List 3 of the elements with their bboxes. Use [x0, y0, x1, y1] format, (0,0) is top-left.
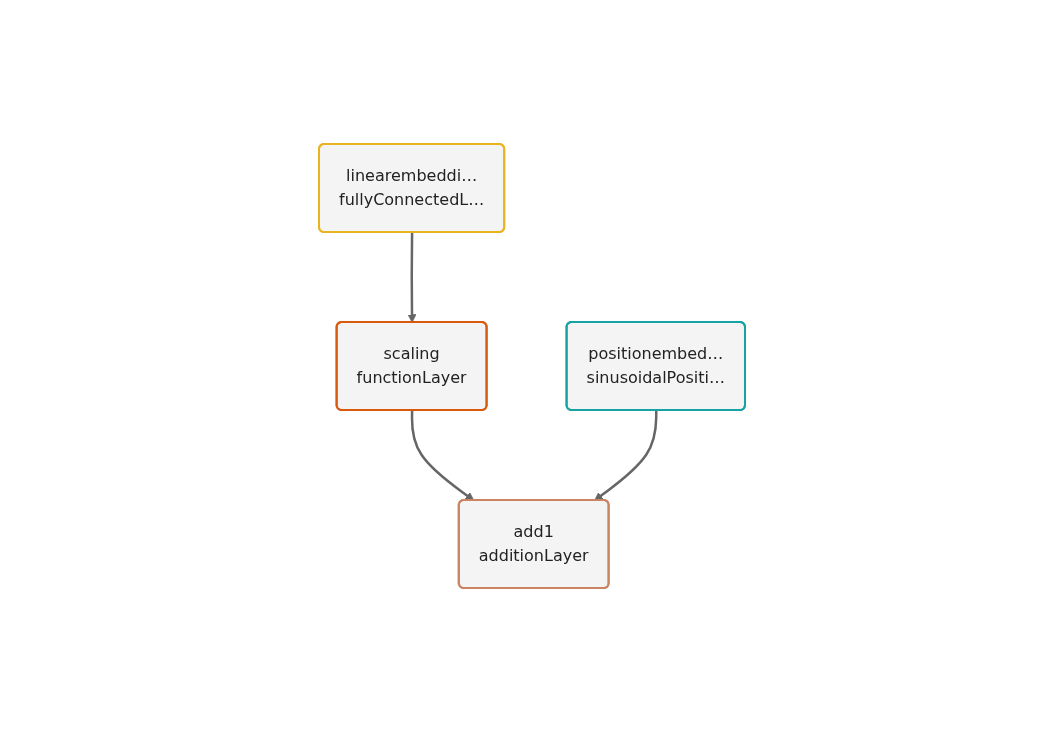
arrow	[594, 410, 658, 501]
arrow	[407, 232, 417, 323]
arrow	[410, 410, 475, 501]
